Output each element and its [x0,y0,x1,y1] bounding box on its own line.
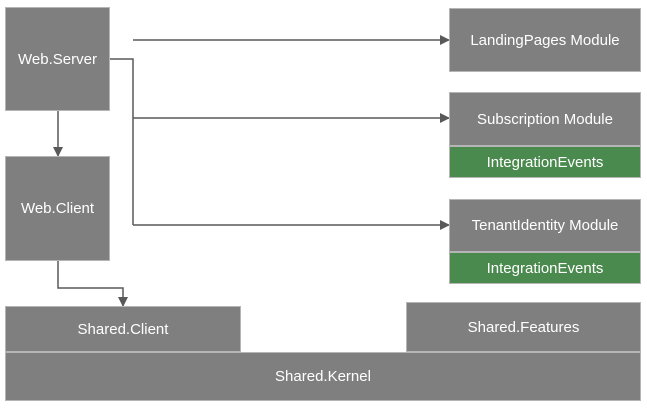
connector-web-server-trunk [110,58,134,225]
subscription-integration-events-label: IntegrationEvents [486,153,604,171]
connector-web-client-to-shared-client [57,261,128,307]
subscription-module-box: Subscription Module [449,92,641,146]
web-server-box: Web.Server [5,7,110,111]
shared-features-label: Shared.Features [467,318,580,336]
landing-pages-module-box: LandingPages Module [449,8,641,72]
tenant-identity-module-label: TenantIdentity Module [471,217,619,234]
web-client-label: Web.Client [20,200,95,217]
tenant-identity-integration-events-box: IntegrationEvents [449,252,641,284]
subscription-integration-events-box: IntegrationEvents [449,146,641,178]
shared-features-box: Shared.Features [406,302,641,352]
landing-pages-module-label: LandingPages Module [470,31,620,49]
tenant-identity-module-box: TenantIdentity Module [449,199,641,252]
web-client-box: Web.Client [5,156,110,261]
shared-client-box: Shared.Client [5,306,241,352]
shared-client-label: Shared.Client [77,320,169,338]
web-server-label: Web.Server [18,50,97,68]
subscription-module-label: Subscription Module [477,110,613,128]
tenant-identity-integration-events-label: IntegrationEvents [486,259,604,277]
shared-kernel-box: Shared.Kernel [5,352,641,401]
shared-kernel-label: Shared.Kernel [275,368,371,385]
